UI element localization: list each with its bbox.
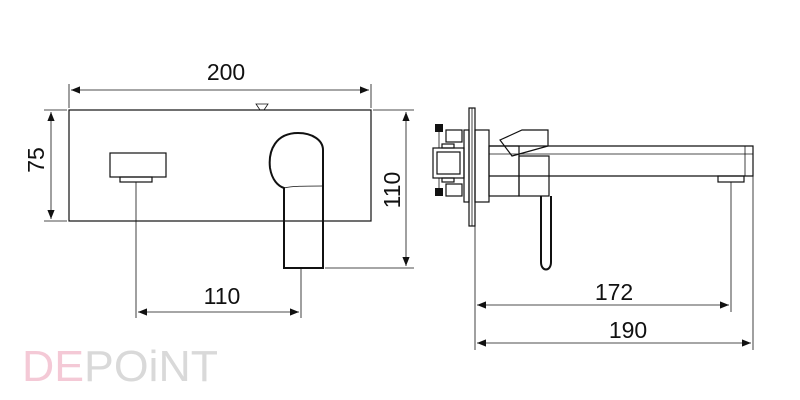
in-wall-body (432, 124, 465, 197)
lever-handle (268, 131, 324, 269)
logo-part-point: POiNT (84, 342, 218, 391)
dim-label-110-right: 110 (379, 172, 405, 209)
dim-height-110: 110 (325, 109, 414, 269)
side-view: 172 190 (432, 107, 754, 350)
dim-label-172: 172 (595, 279, 633, 305)
dim-overall-190: 190 (474, 176, 754, 350)
wall-plate (68, 109, 372, 222)
logo-part-de: DE (22, 342, 84, 391)
brand-logo: DEPOiNT (22, 342, 218, 391)
diverter-button (109, 152, 167, 222)
dim-bottom-110: 110 (135, 222, 302, 318)
dim-reach-172: 172 (474, 182, 732, 312)
dim-label-200: 200 (207, 59, 245, 85)
dim-width-200: 200 (68, 59, 372, 108)
front-view: 200 75 110 110 (23, 59, 414, 318)
side-lever (540, 196, 552, 271)
centre-mark-icon (255, 103, 269, 111)
side-handle-cap (499, 129, 549, 157)
dim-label-110-bottom: 110 (204, 283, 241, 309)
dim-height-75: 75 (23, 109, 67, 222)
dim-label-190: 190 (609, 317, 647, 343)
dim-label-75: 75 (23, 147, 49, 173)
